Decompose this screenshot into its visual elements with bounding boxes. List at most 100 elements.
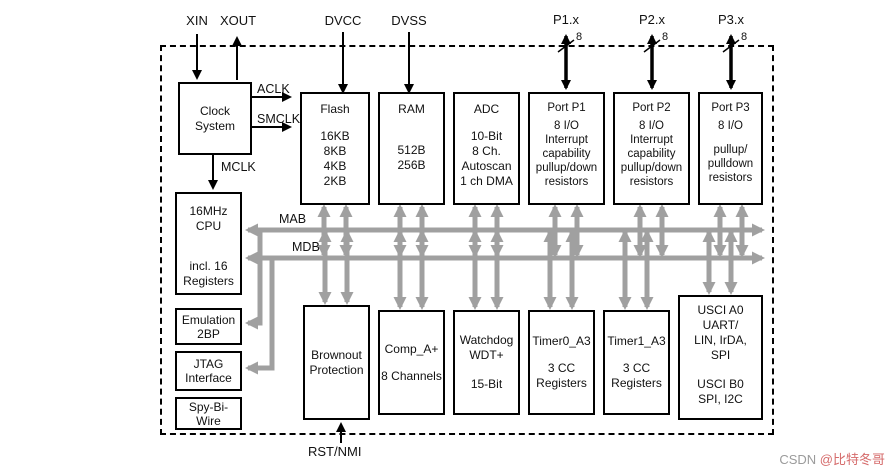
xin-pin-label: XIN bbox=[186, 13, 208, 28]
emulation-line: 2BP bbox=[197, 326, 220, 341]
module-line: Autoscan bbox=[461, 159, 512, 173]
module-title: Comp_A+ bbox=[384, 341, 439, 356]
p3x-width-slash bbox=[722, 39, 740, 53]
module-title: Timer1_A3 bbox=[607, 334, 666, 348]
p1x-bus-width-label: 8 bbox=[576, 31, 583, 43]
module-line: 512B bbox=[397, 143, 426, 157]
emulation-tap bbox=[245, 232, 263, 330]
comp-a-module: Comp_A+ 8 Channels bbox=[378, 310, 445, 415]
ram-module: RAM 512B 256B bbox=[378, 92, 445, 205]
module-line: Interrupt bbox=[545, 134, 588, 146]
jtag-interface-box: JTAG Interface bbox=[175, 351, 242, 391]
module-title: USCI B0 bbox=[697, 377, 744, 391]
cpu-line: Registers bbox=[183, 274, 234, 288]
port-p1-module: Port P1 8 I/O Interrupt capability pullu… bbox=[528, 92, 605, 205]
module-line: 3 CC bbox=[547, 361, 576, 375]
module-title: Port P3 bbox=[711, 102, 750, 114]
module-line: 16KB bbox=[320, 129, 350, 143]
spy-bi-wire-box: Spy-Bi- Wire bbox=[175, 397, 242, 430]
aclk-label: ACLK bbox=[257, 82, 290, 96]
watermark-handle: @比特冬哥 bbox=[819, 452, 885, 467]
module-line: 256B bbox=[397, 158, 426, 172]
adc-module: ADC 10-Bit 8 Ch. Autoscan 1 ch DMA bbox=[453, 92, 520, 205]
cpu-line: 16MHz bbox=[189, 204, 228, 218]
module-title: USCI A0 bbox=[697, 303, 744, 317]
module-line: resistors bbox=[629, 176, 674, 188]
cpu-line: incl. 16 bbox=[189, 259, 228, 273]
p3x-pin-label: P3.x bbox=[717, 12, 745, 27]
jtag-line: JTAG bbox=[193, 357, 224, 371]
brownout-module: Brownout Protection bbox=[303, 305, 370, 420]
module-line: Registers bbox=[536, 376, 587, 390]
port-p2-module: Port P2 8 I/O Interrupt capability pullu… bbox=[613, 92, 690, 205]
spy-bi-wire-line: Wire bbox=[196, 413, 221, 428]
module-line: 3 CC bbox=[622, 361, 651, 375]
module-line: SPI bbox=[710, 348, 731, 362]
smclk-label: SMCLK bbox=[257, 112, 301, 126]
usci-module: USCI A0 UART/ LIN, IrDA, SPI USCI B0 SPI… bbox=[678, 295, 763, 420]
emulation-box: Emulation 2BP bbox=[175, 308, 242, 345]
timer1-a3-module: Timer1_A3 3 CC Registers bbox=[603, 310, 670, 415]
cpu-box: 16MHz CPU incl. 16 Registers bbox=[175, 192, 242, 295]
chip-boundary-dashed-box bbox=[160, 45, 774, 435]
p2x-width-slash bbox=[643, 39, 661, 53]
watchdog-module: Watchdog WDT+ 15-Bit bbox=[453, 310, 520, 415]
flash-module: Flash 16KB 8KB 4KB 2KB bbox=[300, 92, 370, 205]
module-line: 8 I/O bbox=[718, 120, 743, 132]
module-line: UART/ bbox=[702, 318, 739, 332]
module-line: 4KB bbox=[323, 159, 347, 173]
port-p3-module: Port P3 8 I/O pullup/ pulldown resistors bbox=[698, 92, 763, 205]
module-line: 1 ch DMA bbox=[460, 174, 513, 188]
module-line: Brownout bbox=[311, 347, 362, 362]
rst-nmi-pin-label: RST/NMI bbox=[308, 444, 362, 459]
module-title: Timer0_A3 bbox=[532, 334, 591, 348]
module-line: 8 Ch. bbox=[472, 144, 501, 158]
clock-system-line: System bbox=[194, 118, 235, 133]
module-line: 2KB bbox=[323, 174, 347, 188]
module-line: 8 I/O bbox=[554, 120, 579, 132]
module-line: pullup/down bbox=[535, 162, 598, 174]
emulation-line: Emulation bbox=[181, 312, 236, 327]
mab-bus-label: MAB bbox=[279, 212, 307, 226]
clock-system-line: Clock bbox=[199, 103, 230, 118]
dvcc-pin-label: DVCC bbox=[324, 13, 362, 28]
p1x-width-slash bbox=[557, 39, 575, 53]
module-line: WDT+ bbox=[469, 348, 504, 362]
p1x-pin-label: P1.x bbox=[552, 12, 580, 27]
xout-pin-label: XOUT bbox=[219, 13, 257, 28]
module-line: 8KB bbox=[323, 144, 347, 158]
module-line: 10-Bit bbox=[470, 129, 503, 143]
module-line: pullup/down bbox=[620, 162, 683, 174]
module-line: Interrupt bbox=[630, 134, 673, 146]
module-title: Port P1 bbox=[547, 102, 586, 114]
timer0-a3-module: Timer0_A3 3 CC Registers bbox=[528, 310, 595, 415]
mdb-bus-label: MDB bbox=[292, 240, 320, 254]
clock-system-box: Clock System bbox=[178, 82, 252, 155]
cpu-line: CPU bbox=[195, 219, 222, 233]
module-line: capability bbox=[627, 148, 676, 160]
p2x-bus-width-label: 8 bbox=[662, 31, 669, 43]
module-line: capability bbox=[542, 148, 591, 160]
module-title: ADC bbox=[473, 102, 500, 116]
module-line: SPI, I2C bbox=[698, 392, 743, 406]
module-line: resistors bbox=[708, 172, 753, 184]
watermark: CSDN @比特冬哥 bbox=[779, 449, 885, 468]
module-line: pulldown bbox=[707, 158, 754, 170]
dvss-pin-label: DVSS bbox=[391, 13, 427, 28]
module-title: RAM bbox=[398, 102, 425, 116]
watermark-prefix: CSDN bbox=[779, 452, 820, 467]
module-line: 8 Channels bbox=[381, 368, 442, 383]
p3x-bus-width-label: 8 bbox=[741, 31, 748, 43]
module-line: Protection bbox=[309, 362, 364, 377]
module-title: Port P2 bbox=[632, 102, 671, 114]
jtag-tap bbox=[245, 260, 275, 375]
module-line: resistors bbox=[544, 176, 589, 188]
p2x-pin-label: P2.x bbox=[638, 12, 666, 27]
spy-bi-wire-line: Spy-Bi- bbox=[188, 399, 229, 414]
module-line: Registers bbox=[611, 376, 662, 390]
jtag-line: Interface bbox=[185, 371, 232, 385]
module-line: pullup/ bbox=[713, 144, 748, 156]
module-title: Flash bbox=[320, 102, 350, 116]
